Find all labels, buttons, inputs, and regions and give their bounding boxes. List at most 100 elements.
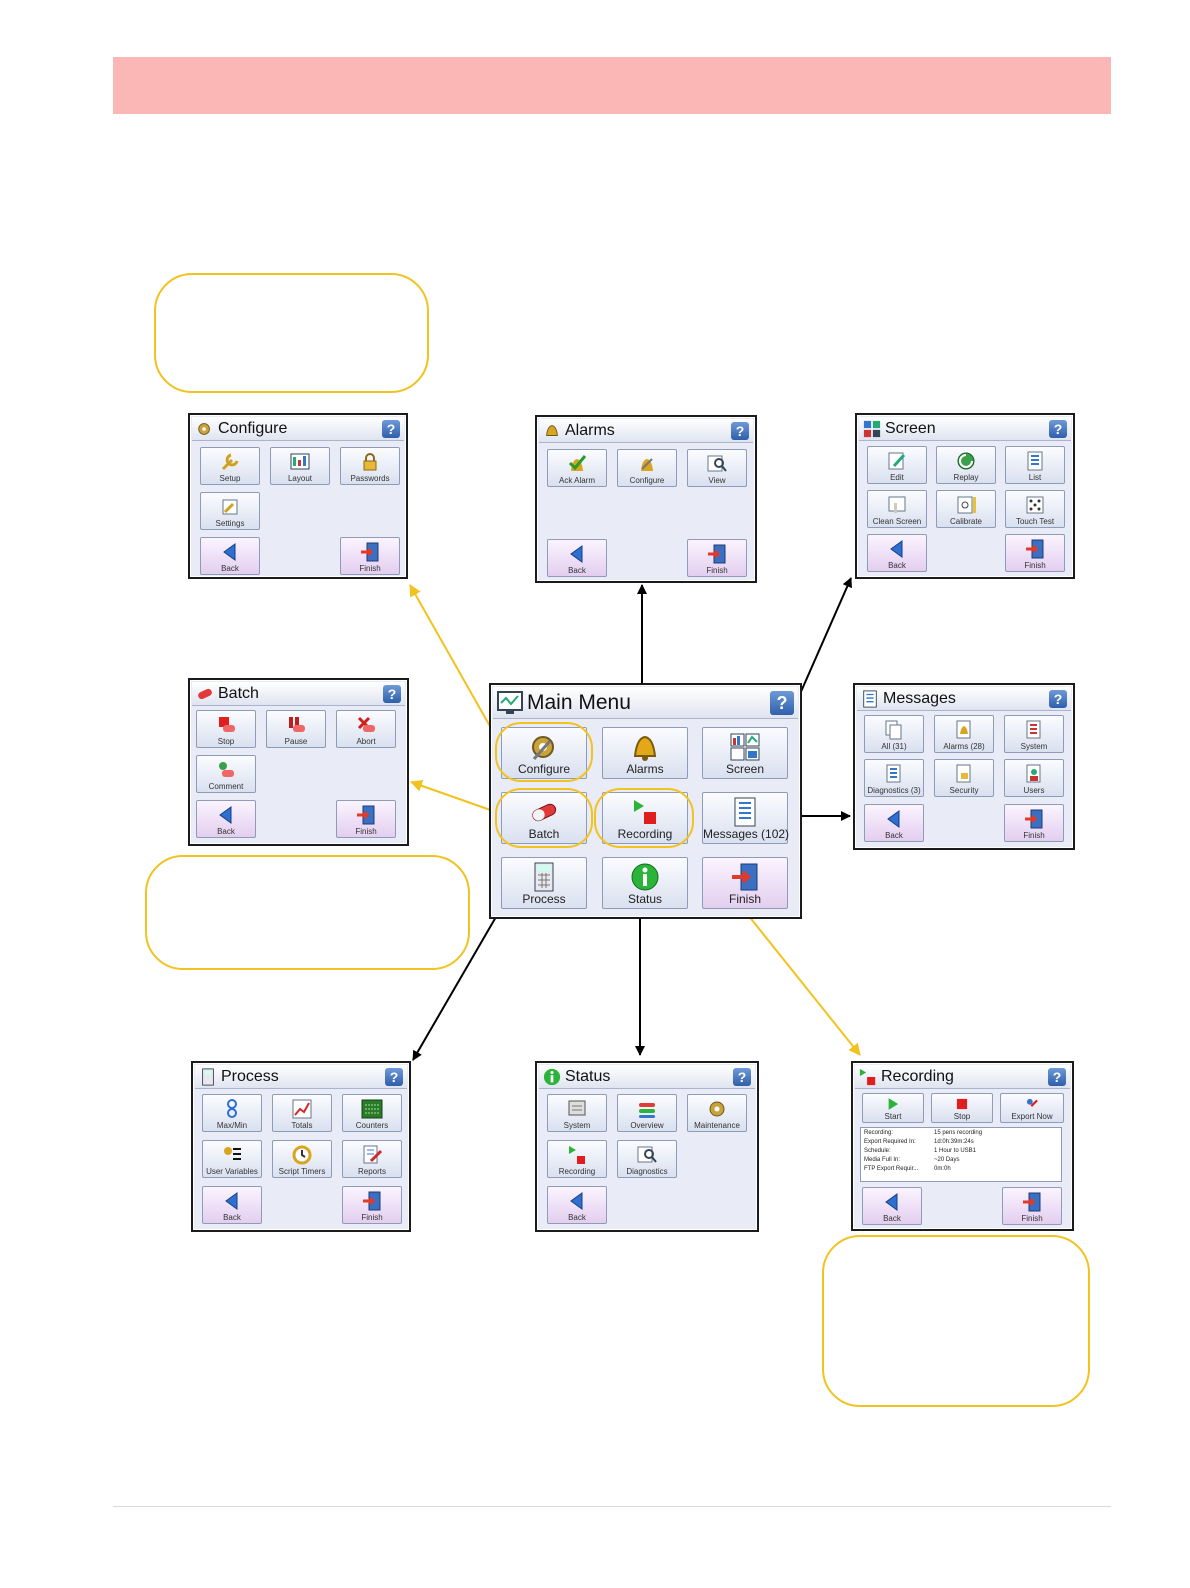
passwords-button[interactable]: Passwords (340, 447, 400, 485)
calibrate-button[interactable]: Calibrate (936, 490, 996, 528)
ack-alarm-button[interactable]: Ack Alarm (547, 449, 607, 487)
help-button[interactable]: ? (770, 691, 794, 715)
setup-button[interactable]: Setup (200, 447, 260, 485)
back-button[interactable]: Back (547, 539, 607, 577)
button-label: Overview (630, 1121, 664, 1130)
highlight-recording (594, 788, 694, 848)
diagnostics-messages-button[interactable]: Diagnostics (3) (864, 759, 924, 797)
back-button[interactable]: Back (864, 804, 924, 842)
user-variables-button[interactable]: User Variables (202, 1140, 262, 1178)
clean-screen-button[interactable]: Clean Screen (867, 490, 927, 528)
alarm-messages-button[interactable]: Alarms (28) (934, 715, 994, 753)
export-now-button[interactable]: Export Now (1000, 1093, 1064, 1123)
finish-button[interactable]: Finish (342, 1186, 402, 1224)
alarms-button[interactable]: Alarms (602, 727, 688, 779)
layout-button[interactable]: Layout (270, 447, 330, 485)
documents-icon (885, 720, 902, 740)
start-button[interactable]: Start (862, 1093, 924, 1123)
script-timers-button[interactable]: Script Timers (272, 1140, 332, 1178)
system-messages-button[interactable]: System (1004, 715, 1064, 753)
users-messages-button[interactable]: Users (1004, 759, 1064, 797)
back-button[interactable]: Back (862, 1187, 922, 1225)
exit-door-icon (708, 544, 726, 564)
callout-recording (822, 1235, 1090, 1407)
abort-button[interactable]: Abort (336, 710, 396, 748)
button-label: Finish (355, 827, 377, 836)
maintenance-button[interactable]: Maintenance (687, 1094, 747, 1132)
ack-bell-icon (568, 455, 587, 471)
button-label: Screen (725, 762, 765, 776)
all-messages-button[interactable]: All (31) (864, 715, 924, 753)
messages-button[interactable]: Messages (102) (702, 792, 790, 844)
back-button[interactable]: Back (202, 1186, 262, 1224)
window-title: Messages (883, 690, 956, 707)
help-button[interactable]: ? (383, 685, 401, 703)
help-button[interactable]: ? (1049, 420, 1067, 438)
recording-status-button[interactable]: Recording (547, 1140, 607, 1178)
max-min-button[interactable]: Max/Min (202, 1094, 262, 1132)
help-button[interactable]: ? (382, 420, 400, 438)
pause-button[interactable]: Pause (266, 710, 326, 748)
button-label: Back (568, 566, 586, 575)
button-label: System (563, 1121, 591, 1130)
help-button[interactable]: ? (1048, 1068, 1066, 1086)
button-label: Back (568, 1213, 586, 1222)
process-button[interactable]: Process (501, 857, 587, 909)
play-icon (888, 1098, 899, 1110)
security-messages-button[interactable]: Security (934, 759, 994, 797)
button-label: Passwords (350, 474, 390, 483)
stop-button[interactable]: Stop (931, 1093, 993, 1123)
main-menu-title-bar: Main Menu ? (493, 687, 798, 719)
alarms-title-bar: Alarms ? (539, 419, 753, 443)
finish-button[interactable]: Finish (1005, 534, 1065, 572)
stop-capsule-icon (219, 717, 235, 732)
overview-button[interactable]: Overview (617, 1094, 677, 1132)
settings-button[interactable]: Settings (200, 492, 260, 530)
touch-test-icon (1026, 496, 1044, 514)
status-button[interactable]: Status (602, 857, 688, 909)
screen-button[interactable]: Screen (702, 727, 788, 779)
bell-wrench-icon (641, 458, 653, 471)
back-button[interactable]: Back (867, 534, 927, 572)
finish-button[interactable]: Finish (1002, 1187, 1062, 1225)
capsule-icon (532, 803, 557, 822)
alarm-messages-icon (956, 720, 971, 739)
reports-button[interactable]: Reports (342, 1140, 402, 1178)
button-label: Messages (102) (703, 827, 790, 841)
replay-button[interactable]: Replay (936, 446, 996, 484)
abort-x-icon (357, 716, 375, 732)
diagnostics-button[interactable]: Diagnostics (617, 1140, 677, 1178)
button-label: Status (627, 892, 663, 906)
view-button[interactable]: View (687, 449, 747, 487)
button-label: Back (885, 831, 903, 840)
system-status-button[interactable]: System (547, 1094, 607, 1132)
touch-test-button[interactable]: Touch Test (1005, 490, 1065, 528)
highlight-batch (495, 788, 593, 848)
finish-button[interactable]: Finish (336, 800, 396, 838)
button-label: Reports (357, 1167, 386, 1176)
button-label: System (1020, 742, 1048, 751)
back-button[interactable]: Back (200, 537, 260, 575)
button-label: Setup (219, 474, 241, 483)
back-button[interactable]: Back (196, 800, 256, 838)
comment-button[interactable]: Comment (196, 755, 256, 793)
stop-button[interactable]: Stop (196, 710, 256, 748)
counters-button[interactable]: Counters (342, 1094, 402, 1132)
help-button[interactable]: ? (1049, 690, 1067, 708)
exit-door-icon (1023, 1192, 1041, 1212)
list-button[interactable]: List (1005, 446, 1065, 484)
alarm-configure-button[interactable]: Configure (617, 449, 677, 487)
totals-button[interactable]: Totals (272, 1094, 332, 1132)
back-button[interactable]: Back (547, 1186, 607, 1224)
finish-button[interactable]: Finish (702, 857, 788, 909)
system-icon (568, 1100, 586, 1116)
help-button[interactable]: ? (385, 1068, 403, 1086)
edit-button[interactable]: Edit (867, 446, 927, 484)
finish-button[interactable]: Finish (340, 537, 400, 575)
help-button[interactable]: ? (731, 422, 749, 440)
exit-door-icon (361, 542, 379, 562)
finish-button[interactable]: Finish (1004, 804, 1064, 842)
help-button[interactable]: ? (733, 1068, 751, 1086)
finish-button[interactable]: Finish (687, 539, 747, 577)
